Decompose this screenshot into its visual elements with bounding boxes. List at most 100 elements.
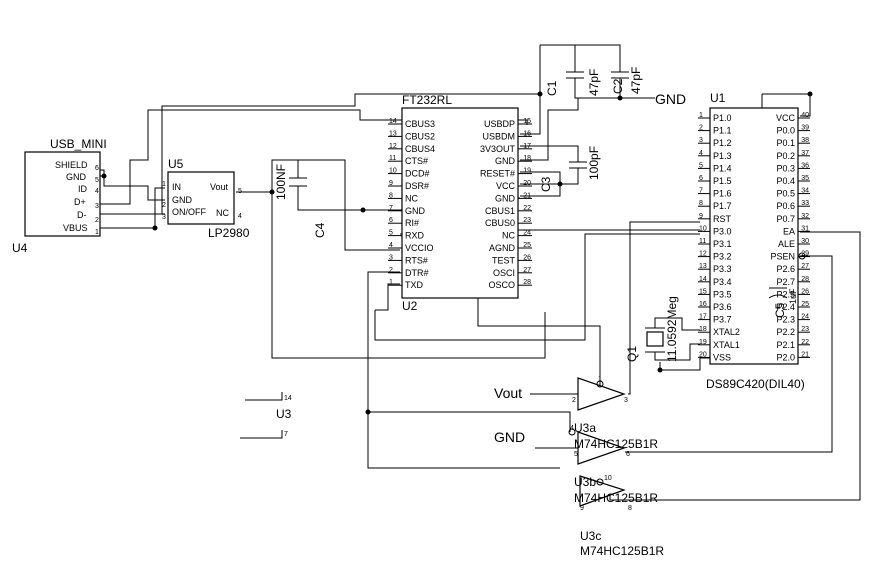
mcu-ref: U1 xyxy=(710,91,726,105)
c1-value: 47pF xyxy=(587,69,601,96)
u3a-part: M74HC125B1R xyxy=(574,437,658,451)
buffer-pin-numbers: 1 2 3 4 5 6 9 8 10 xyxy=(570,376,632,512)
net-gnd-2: GND xyxy=(494,429,525,445)
u3-pin-num: 7 xyxy=(284,431,288,438)
c2-value: 47pF xyxy=(629,67,643,94)
capacitor-c2: C2 47pF xyxy=(611,67,643,94)
ft-left-pins: CBUS314CBUS213CBUS412CTS#11DCD#10DSR#9NC… xyxy=(388,118,435,290)
mcu-right-pin-num: 30 xyxy=(801,238,809,245)
usb-pin-label: D+ xyxy=(74,197,86,207)
mcu-right-pin-num: 36 xyxy=(801,162,809,169)
c5-ref: C5 xyxy=(773,302,787,318)
mcu-left-pin-label: P1.7 xyxy=(713,201,732,211)
mcu-right-pin-num: 23 xyxy=(801,326,809,333)
usb-pin-num: 4 xyxy=(95,188,99,195)
ft-left-pin-num: 13 xyxy=(389,130,397,137)
mcu-right-pin-num: 35 xyxy=(801,175,809,182)
ft-right-pin-label: GND xyxy=(495,193,516,203)
ft-left-pin-label: VCCIO xyxy=(405,243,434,253)
ft-left-pin-num: 12 xyxy=(389,143,397,150)
mcu-left-pin-label: P1.1 xyxy=(713,126,732,136)
regulator-lp2980: U5 LP2980 IN GND ON/OFF Vout NC 1 2 3 5 … xyxy=(162,157,250,240)
c1-ref: C1 xyxy=(545,80,559,96)
ft-right-pin-num: 22 xyxy=(523,205,531,212)
ft-left-pin-label: GND xyxy=(405,206,426,216)
mcu-left-pin-label: P3.4 xyxy=(713,277,732,287)
mcu-right-pin-label: P2.0 xyxy=(776,352,795,362)
mcu-right-pin-label: P0.4 xyxy=(776,176,795,186)
c5-value: 1uF xyxy=(788,288,798,304)
ft-right-pin-label: 3V3OUT xyxy=(480,144,516,154)
mcu-left-pin-num: 8 xyxy=(699,200,703,207)
u3b-ref: U3b xyxy=(574,475,596,489)
mcu-left-pin-num: 3 xyxy=(699,137,703,144)
mcu-left-pin-num: 2 xyxy=(699,125,703,132)
mcu-right-pin-label: P2.7 xyxy=(776,277,795,287)
mcu-right-pin-label: P0.5 xyxy=(776,189,795,199)
pin-num: 5 xyxy=(574,451,578,458)
u3c-ref: U3c xyxy=(580,529,601,543)
ft-left-pin-label: DSR# xyxy=(405,181,429,191)
reg-pin-num: 5 xyxy=(238,188,242,195)
buffer-u3-vout: Vout xyxy=(494,377,626,411)
usb-pin-num: 1 xyxy=(95,229,99,236)
wires xyxy=(100,44,861,501)
mcu-right-pin-label: P2.5 xyxy=(776,289,795,299)
ft-left-pin-num: 3 xyxy=(389,254,393,261)
reg-pin-label: NC xyxy=(216,208,229,218)
ft-right-pin-num: 19 xyxy=(523,168,531,175)
ft-right-pin-num: 16 xyxy=(523,130,531,137)
pin-num: 4 xyxy=(570,425,574,432)
mcu-left-pins: P1.01P1.12P1.23P1.34P1.45P1.56P1.67P1.78… xyxy=(698,112,740,362)
ft-right-pin-num: 25 xyxy=(523,242,531,249)
mcu-right-pin-num: 39 xyxy=(801,125,809,132)
ft-right-pin-num: 28 xyxy=(523,279,531,286)
ft-right-pin-label: OSCI xyxy=(493,268,515,278)
mcu-left-pin-label: P3.3 xyxy=(713,264,732,274)
mcu-name: DS89C420(DIL40) xyxy=(706,377,805,391)
reg-pin-num: 1 xyxy=(162,181,166,188)
pin-num: 1 xyxy=(598,376,602,383)
q1-ref: Q1 xyxy=(625,346,639,362)
mcu-left-pin-num: 15 xyxy=(699,288,707,295)
usb-pin-num: 2 xyxy=(95,217,99,224)
capacitor-c1: C1 47pF xyxy=(545,69,601,96)
usb-pin-list: SHIELD GND ID D+ D- VBUS 6 5 4 3 2 1 xyxy=(55,160,99,236)
ft-right-pin-label: CBUS1 xyxy=(485,206,515,216)
pin-num: 2 xyxy=(572,397,576,404)
mcu-right-pin-label: P0.0 xyxy=(776,126,795,136)
mcu-left-pin-label: P1.4 xyxy=(713,163,732,173)
mcu-right-pin-num: 34 xyxy=(801,188,809,195)
mcu-right-pin-num: 26 xyxy=(801,288,809,295)
capacitor-c3: C3 100pF xyxy=(539,146,601,192)
psen-bubble xyxy=(798,252,806,260)
ft-right-pin-label: GND xyxy=(495,156,516,166)
u3-power-block: U3 14 7 xyxy=(276,395,292,438)
mcu-right-pin-label: P2.1 xyxy=(776,340,795,350)
mcu-right-pin-label: P2.2 xyxy=(776,327,795,337)
mcu-left-pin-num: 13 xyxy=(699,263,707,270)
mcu-right-pin-label: P2.4 xyxy=(776,302,795,312)
u3a-ref: U3a xyxy=(574,421,596,435)
mcu-right-pin-num: 28 xyxy=(801,276,809,283)
buffer-u3a: GND U3a M74HC125B1R xyxy=(494,421,658,465)
ft-right-pin-label: USBDM xyxy=(482,131,515,141)
mcu-left-pin-num: 6 xyxy=(699,175,703,182)
buffer-u3b: U3b M74HC125B1R xyxy=(574,475,658,507)
ft-left-pin-num: 1 xyxy=(389,279,393,286)
pin-num: 8 xyxy=(628,505,632,512)
usb-name: USB_MINI xyxy=(50,137,107,151)
u3b-part: M74HC125B1R xyxy=(574,491,658,505)
mcu-left-pin-label: P1.0 xyxy=(713,113,732,123)
ft-left-pin-label: RI# xyxy=(405,218,419,228)
usb-pin-label: SHIELD xyxy=(55,160,88,170)
pin-num: 3 xyxy=(624,397,628,404)
mcu-right-pin-label: P2.6 xyxy=(776,264,795,274)
mcu-right-pin-num: 25 xyxy=(801,301,809,308)
ft-right-pin-num: 21 xyxy=(523,192,531,199)
ft-left-pin-num: 4 xyxy=(389,242,393,249)
mcu-right-pin-label: PSEN xyxy=(770,252,795,262)
mcu-left-pin-num: 5 xyxy=(699,162,703,169)
mcu-left-pin-num: 17 xyxy=(699,314,707,321)
